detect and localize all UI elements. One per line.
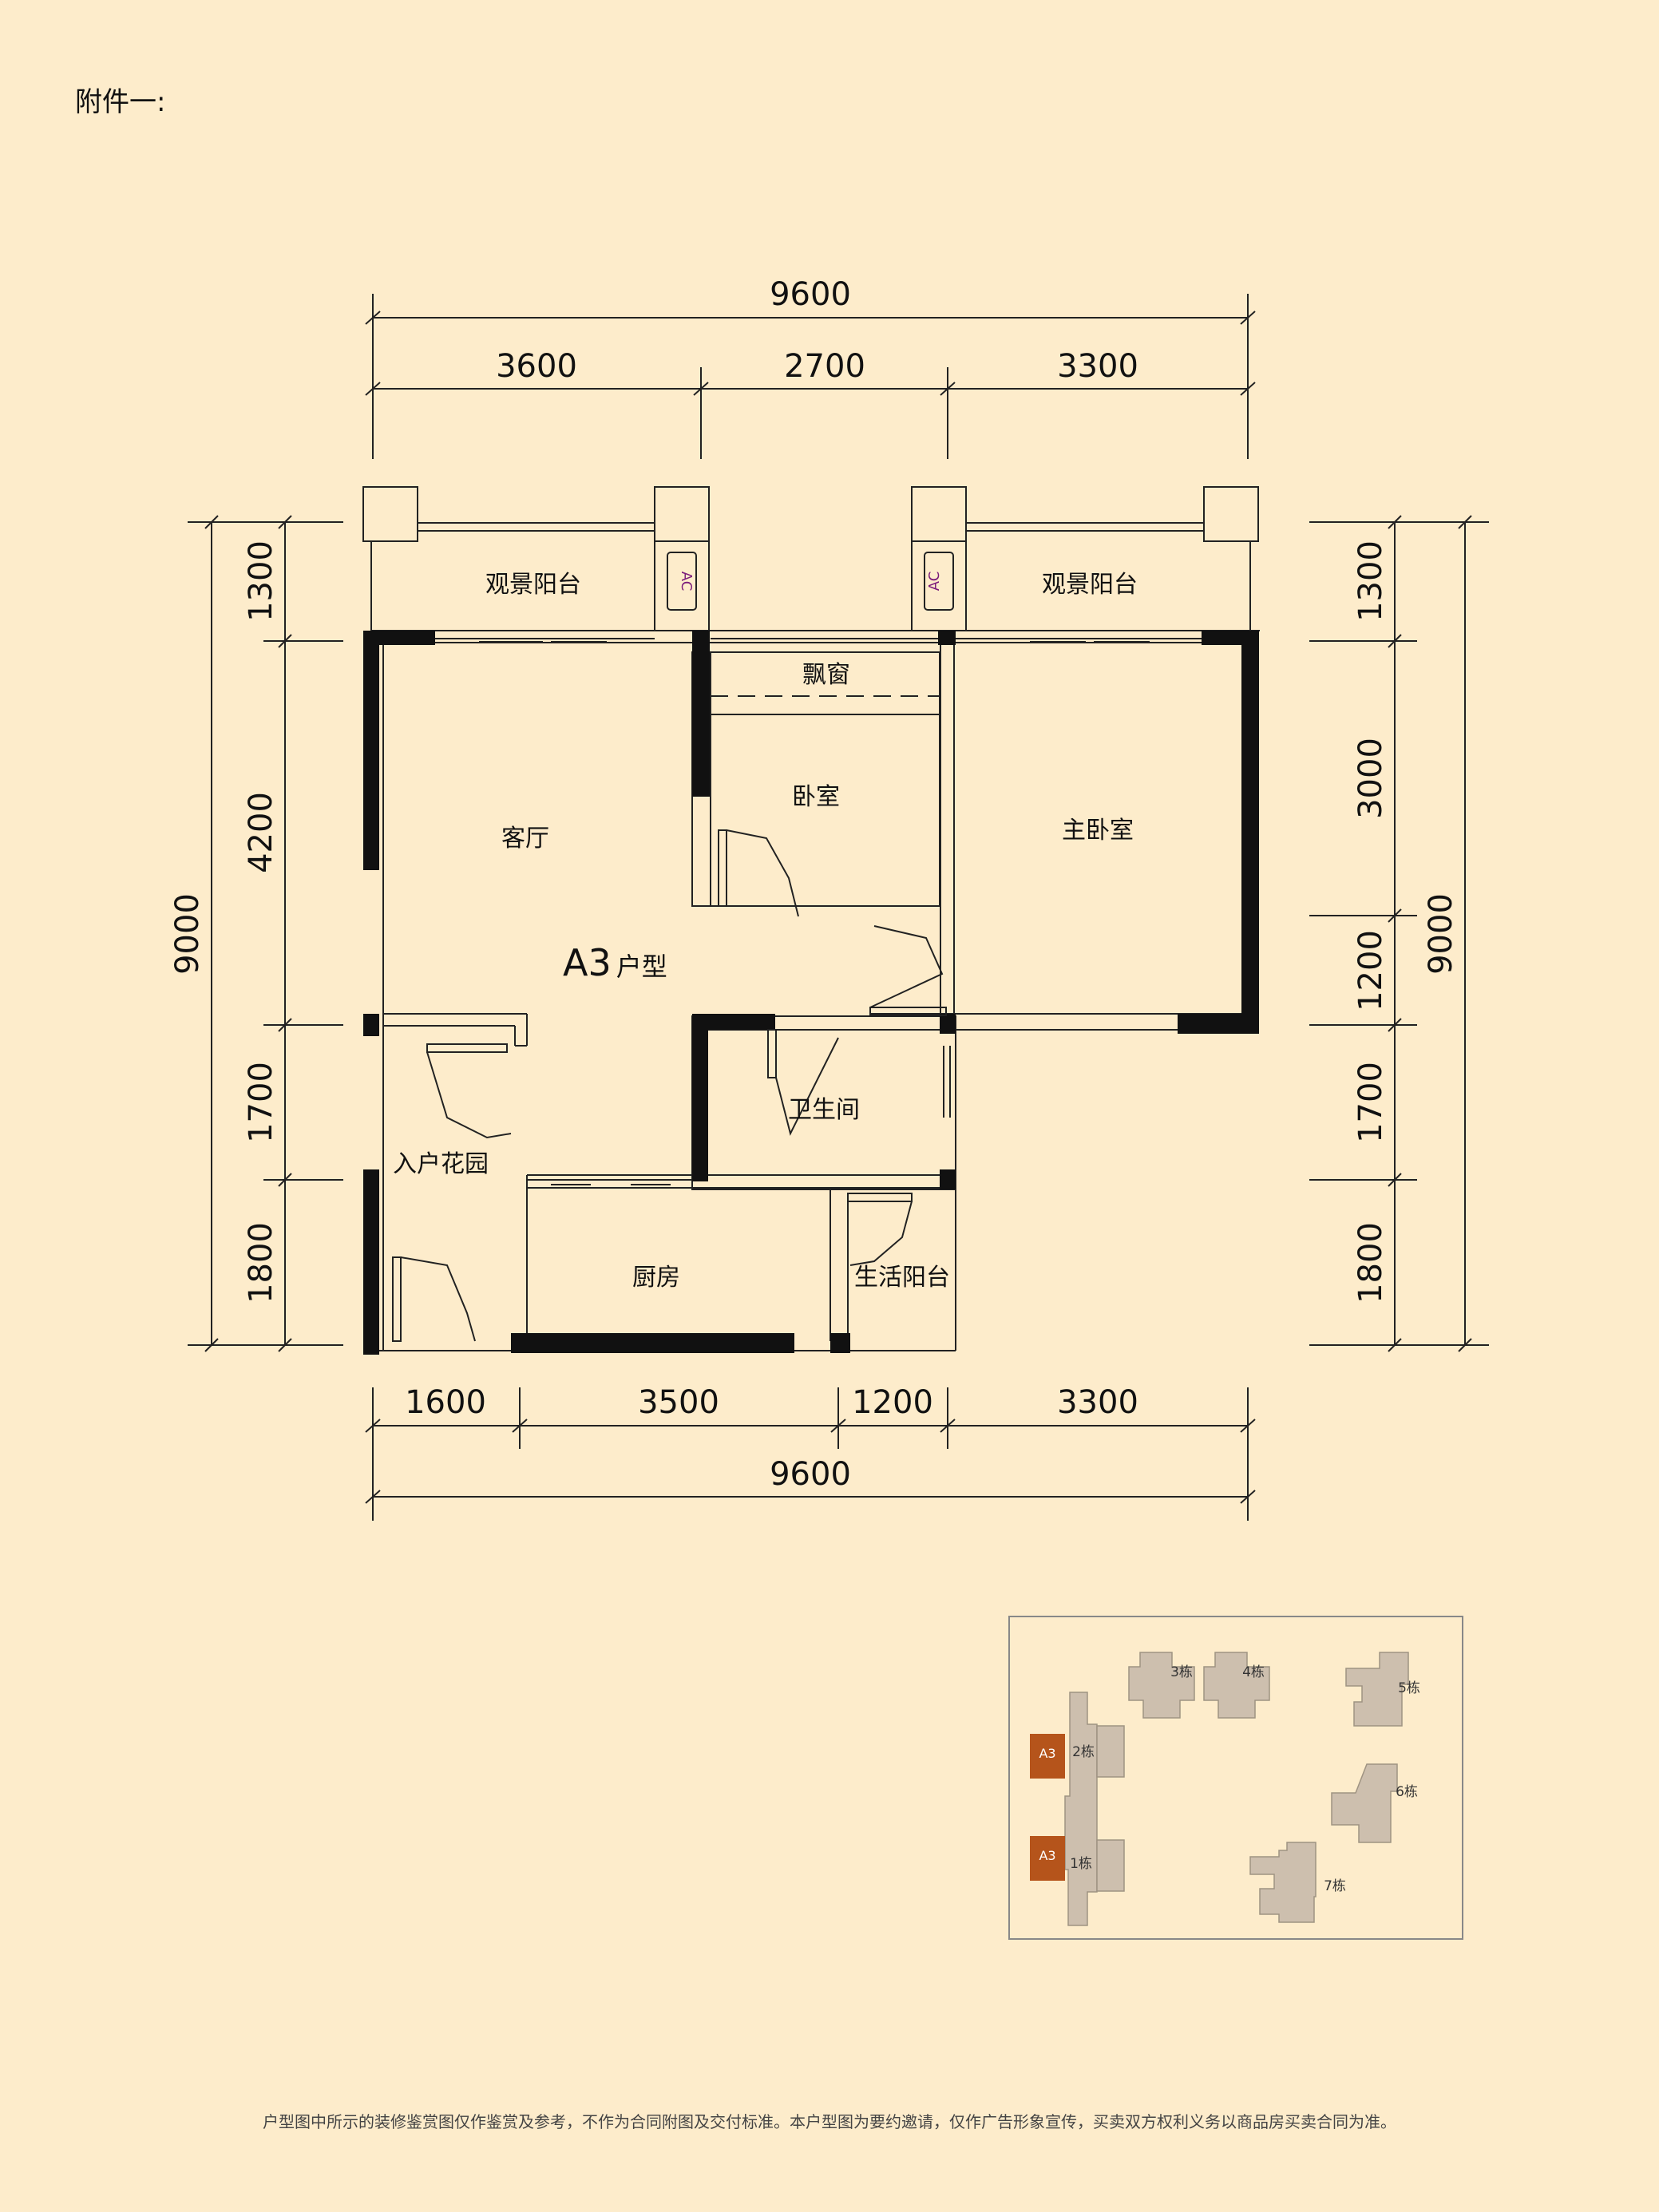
site-building-2: 2栋: [1072, 1744, 1095, 1760]
dim-bottom-1: 1600: [405, 1384, 486, 1421]
dim-top-1: 3600: [496, 348, 577, 385]
dim-top-total: 9600: [770, 276, 851, 313]
dimension-lines: [188, 294, 1489, 1521]
dim-left-1: 1300: [243, 540, 279, 622]
thick-walls: [363, 631, 1259, 1355]
site-building-7: 7栋: [1324, 1878, 1346, 1894]
unit-label-suffix: 户型: [616, 952, 667, 982]
room-entry-garden: 入户花园: [393, 1150, 489, 1178]
dim-left-2: 4200: [243, 792, 279, 873]
dim-right-1: 1300: [1352, 540, 1389, 622]
dim-left-4: 1800: [243, 1222, 279, 1304]
top-balconies: [362, 486, 1259, 631]
dim-right-2: 3000: [1352, 738, 1389, 819]
dim-bottom-4: 3300: [1057, 1384, 1138, 1421]
door-swings: [392, 829, 947, 1342]
site-building-6: 6栋: [1396, 1784, 1418, 1800]
dim-right-4: 1700: [1352, 1062, 1389, 1143]
footer-disclaimer: 户型图中所示的装修鉴赏图仅作鉴赏及参考，不作为合同附图及交付标准。本户型图为要约…: [263, 2112, 1396, 2131]
room-bathroom: 卫生间: [788, 1096, 860, 1124]
room-bay-window: 飘窗: [802, 661, 850, 689]
dim-right-total: 9000: [1423, 893, 1459, 975]
room-bedroom: 卧室: [792, 783, 840, 811]
dim-right-3: 1200: [1352, 930, 1389, 1011]
dim-left-total: 9000: [169, 893, 206, 975]
room-utility-balcony: 生活阳台: [854, 1264, 950, 1292]
dim-bottom-3: 1200: [852, 1384, 933, 1421]
sliding-doors: [435, 638, 1202, 1185]
site-a3-tag-upper: A3: [1039, 1746, 1055, 1761]
dim-bottom-total: 9600: [770, 1456, 851, 1493]
site-building-1: 1栋: [1070, 1856, 1092, 1872]
room-master-bedroom: 主卧室: [1062, 817, 1134, 845]
walls: [363, 630, 1260, 1351]
dim-bottom-2: 3500: [638, 1384, 719, 1421]
site-a3-tag-lower: A3: [1039, 1848, 1055, 1863]
site-building-3: 3栋: [1170, 1664, 1193, 1680]
room-kitchen: 厨房: [632, 1264, 680, 1292]
room-balcony-right: 观景阳台: [1042, 571, 1138, 599]
dim-left-3: 1700: [243, 1062, 279, 1143]
site-map: A3 A3 1栋 2栋 3栋 4栋 5栋 6栋 7栋: [1008, 1616, 1463, 1940]
site-building-5: 5栋: [1398, 1680, 1420, 1696]
room-balcony-left: 观景阳台: [485, 571, 581, 599]
dim-right-5: 1800: [1352, 1222, 1389, 1304]
floor-plan: 9600 3600 2700 3300 1600 3500 1200 3300 …: [169, 276, 1489, 1940]
dim-top-3: 3300: [1057, 348, 1138, 385]
room-living-room: 客厅: [501, 825, 549, 853]
ac-mark-left: AC: [678, 572, 695, 592]
site-building-4: 4栋: [1242, 1664, 1265, 1680]
dim-top-2: 2700: [784, 348, 865, 385]
ac-mark-right: AC: [926, 572, 943, 592]
unit-label-code: A3: [563, 941, 612, 984]
attachment-title: 附件一:: [75, 86, 166, 118]
